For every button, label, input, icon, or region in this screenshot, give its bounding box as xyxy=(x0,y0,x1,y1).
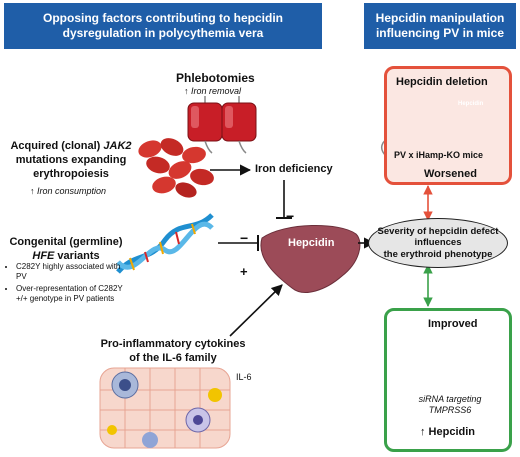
header-right-line2: influencing PV in mice xyxy=(375,26,504,40)
deletion-box-outcome: Worsened xyxy=(424,168,477,180)
inflammatory-tissue-icon xyxy=(99,367,231,449)
hepcidin-label: Hepcidin xyxy=(288,237,335,249)
severity-ellipse: Severity of hepcidin defect influences t… xyxy=(368,218,508,268)
header-right-line1: Hepcidin manipulation xyxy=(375,11,505,25)
jak2-text: Acquired (clonal) JAK2 mutations expandi… xyxy=(6,140,136,181)
sirna-text: siRNA targeting TMPRSS6 xyxy=(410,394,490,416)
red-blood-cells-icon xyxy=(138,138,214,198)
hfe-gene: HFE xyxy=(32,249,55,262)
minus-sign-top: − xyxy=(286,208,295,224)
liver-icon xyxy=(260,224,361,293)
dna-icon xyxy=(116,213,214,274)
jak2-note: ↑ Iron consumption xyxy=(30,186,107,196)
deletion-box-title: Hepcidin deletion xyxy=(396,76,488,88)
jak2-line3: erythropoiesis xyxy=(33,167,109,180)
cytokines-line2: of the IL-6 family xyxy=(129,351,217,364)
minus-sign-left: − xyxy=(240,230,249,246)
mini-hepcidin-label: Hepcidin xyxy=(458,101,484,107)
jak2-line2: mutations expanding xyxy=(15,153,127,166)
hfe-text: Congenital (germline) HFE variants xyxy=(6,236,126,264)
phlebotomies-subtitle: ↑ Iron removal xyxy=(184,86,242,96)
phlebotomies-title: Phlebotomies xyxy=(176,71,255,85)
severity-line1: Severity of hepcidin defect xyxy=(377,225,499,237)
plus-sign: + xyxy=(240,264,248,279)
hfe-line1: Congenital (germline) xyxy=(9,236,123,248)
improved-box-title: Improved xyxy=(428,318,478,330)
blood-bag-icon xyxy=(187,96,223,154)
cytokines-text: Pro-inflammatory cytokines of the IL-6 f… xyxy=(88,338,258,366)
improved-box xyxy=(384,308,512,452)
il6-label: IL-6 xyxy=(236,372,252,382)
header-left-line1: Opposing factors contributing to hepcidi… xyxy=(43,11,283,25)
sirna-line1: siRNA targeting xyxy=(418,394,482,404)
list-item: C282Y highly associated with PV xyxy=(16,262,126,281)
list-item: Over-representation of C282Y +/+ genotyp… xyxy=(16,284,126,303)
blood-bag-icon xyxy=(221,96,257,154)
hfe-line2: variants xyxy=(54,249,100,262)
deletion-box-mice: PV x iHamp-KO mice xyxy=(394,150,484,160)
jak2-gene: JAK2 xyxy=(103,140,132,152)
hfe-bullet-list: C282Y highly associated with PV Over-rep… xyxy=(2,262,126,303)
cytokines-line1: Pro-inflammatory cytokines xyxy=(100,338,246,350)
improved-box-outcome: ↑ Hepcidin xyxy=(420,426,476,438)
header-left-banner: Opposing factors contributing to hepcidi… xyxy=(4,3,322,49)
iron-deficiency-label: Iron deficiency xyxy=(255,163,333,175)
severity-line2: influences xyxy=(414,237,462,249)
jak2-line1: Acquired (clonal) xyxy=(10,140,104,152)
header-arrow-icon xyxy=(322,10,356,42)
sirna-line2: TMPRSS6 xyxy=(428,404,472,415)
hepcidin-deletion-box xyxy=(384,66,512,185)
header-right-banner: Hepcidin manipulation influencing PV in … xyxy=(364,3,516,49)
header-left-line2: dysregulation in polycythemia vera xyxy=(62,26,264,40)
severity-line3: the erythroid phenotype xyxy=(383,248,493,260)
